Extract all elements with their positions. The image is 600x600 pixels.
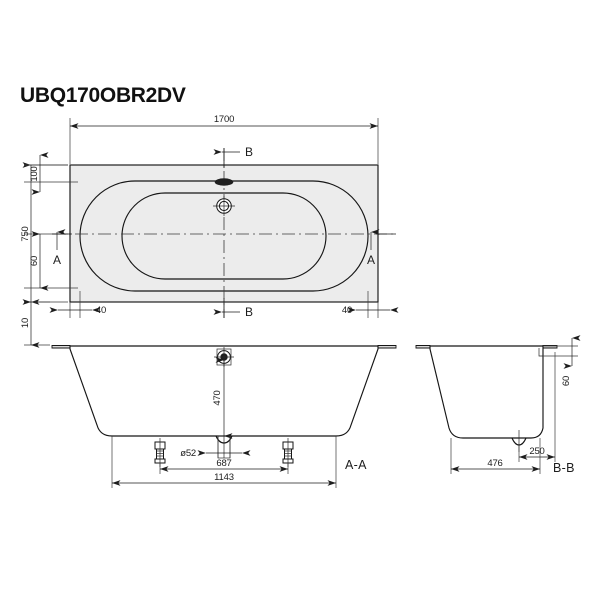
dim-right-inset: 40 <box>342 305 352 316</box>
view-label-b-b: B-B <box>553 461 575 475</box>
section-aa-left-rim <box>51 345 71 349</box>
section-label-b-top: B <box>245 145 253 159</box>
section-label-a-left: A <box>53 253 61 267</box>
dim-drain-diameter: ø52 <box>180 448 196 459</box>
section-aa-right-rim <box>377 345 397 349</box>
dim-rim-thickness: 10 <box>20 318 31 328</box>
plan-view: 1700 750 100 60 40 40 <box>20 114 399 348</box>
view-label-a-a: A-A <box>345 458 367 472</box>
section-bb-left-rim <box>415 345 431 349</box>
adjustable-foot-left <box>154 438 166 467</box>
section-label-b-bottom: B <box>245 305 253 319</box>
dim-rim-bottom-offset: 60 <box>29 256 40 266</box>
section-label-a-right: A <box>367 253 375 267</box>
section-bb-body-outline <box>429 346 544 439</box>
dim-outer-foot-span: 1143 <box>214 472 234 483</box>
dim-depth: 470 <box>212 390 223 405</box>
page-title: UBQ170OBR2DV <box>20 84 186 107</box>
adjustable-foot-right <box>282 438 294 467</box>
section-b-b: 60 250 476 B-B <box>415 335 581 475</box>
section-a-a: 470 ø52 687 1143 A-A <box>51 345 397 488</box>
overflow-outlet-icon <box>214 178 234 186</box>
section-bb-rim-step <box>538 348 543 357</box>
dim-rim-top-offset: 100 <box>29 166 40 181</box>
dim-left-inset: 40 <box>96 305 106 316</box>
dim-inner-foot-span: 687 <box>216 458 231 469</box>
dim-rim-height: 60 <box>561 376 572 386</box>
dim-base-width: 476 <box>487 458 502 469</box>
dim-overall-length: 1700 <box>214 114 234 125</box>
dim-drain-offset: 250 <box>529 446 544 457</box>
